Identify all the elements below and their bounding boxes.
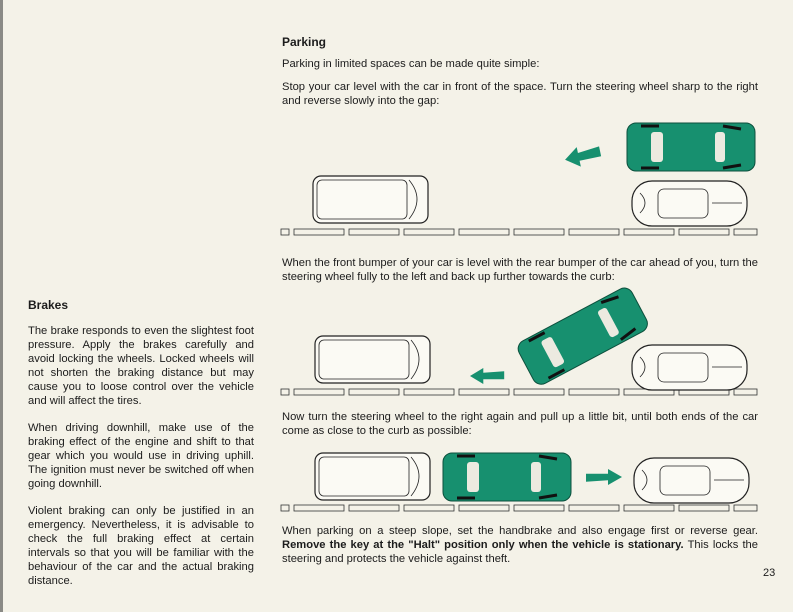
own-car	[441, 451, 573, 503]
brakes-text: The brake responds to even the slightest…	[28, 324, 254, 588]
diagram-1	[280, 121, 758, 236]
parked-beetle	[631, 180, 748, 227]
parking-slope-text: When parking on a steep slope, set the h…	[282, 524, 758, 566]
curb	[280, 504, 758, 512]
page-edge	[0, 0, 3, 612]
curb	[280, 228, 758, 236]
own-car	[513, 283, 653, 389]
slope-text-a: When parking on a steep slope, set the h…	[282, 525, 758, 537]
parked-van	[314, 335, 431, 384]
arrow-right-icon	[586, 469, 622, 485]
brakes-paragraph: When driving downhill, make use of the b…	[28, 422, 254, 490]
diagram-3	[280, 451, 758, 512]
slope-text-bold: Remove the key at the "Halt" position on…	[282, 539, 684, 551]
parking-step1: Stop your car level with the car in fron…	[282, 81, 758, 107]
slope-text-b: This locks the steering and protects the…	[282, 539, 758, 565]
parking-heading: Parking	[282, 35, 327, 49]
brakes-heading: Brakes	[28, 298, 69, 312]
brakes-paragraph: The brake responds to even the slightest…	[28, 325, 254, 407]
arrow-left-icon	[563, 142, 603, 170]
parked-van	[314, 452, 431, 501]
parked-beetle	[631, 344, 748, 391]
brakes-paragraph: Violent braking can only be justified in…	[28, 505, 254, 587]
page-number: 23	[763, 567, 776, 579]
parking-step3: Now turn the steering wheel to the right…	[282, 411, 758, 437]
arrow-left-icon	[470, 368, 505, 384]
parked-beetle	[633, 457, 750, 504]
parking-step2: When the front bumper of your car is lev…	[282, 257, 758, 283]
own-car	[625, 121, 757, 173]
parking-intro: Parking in limited spaces can be made qu…	[282, 58, 540, 70]
diagram-2	[280, 283, 758, 396]
parked-van	[312, 175, 429, 224]
